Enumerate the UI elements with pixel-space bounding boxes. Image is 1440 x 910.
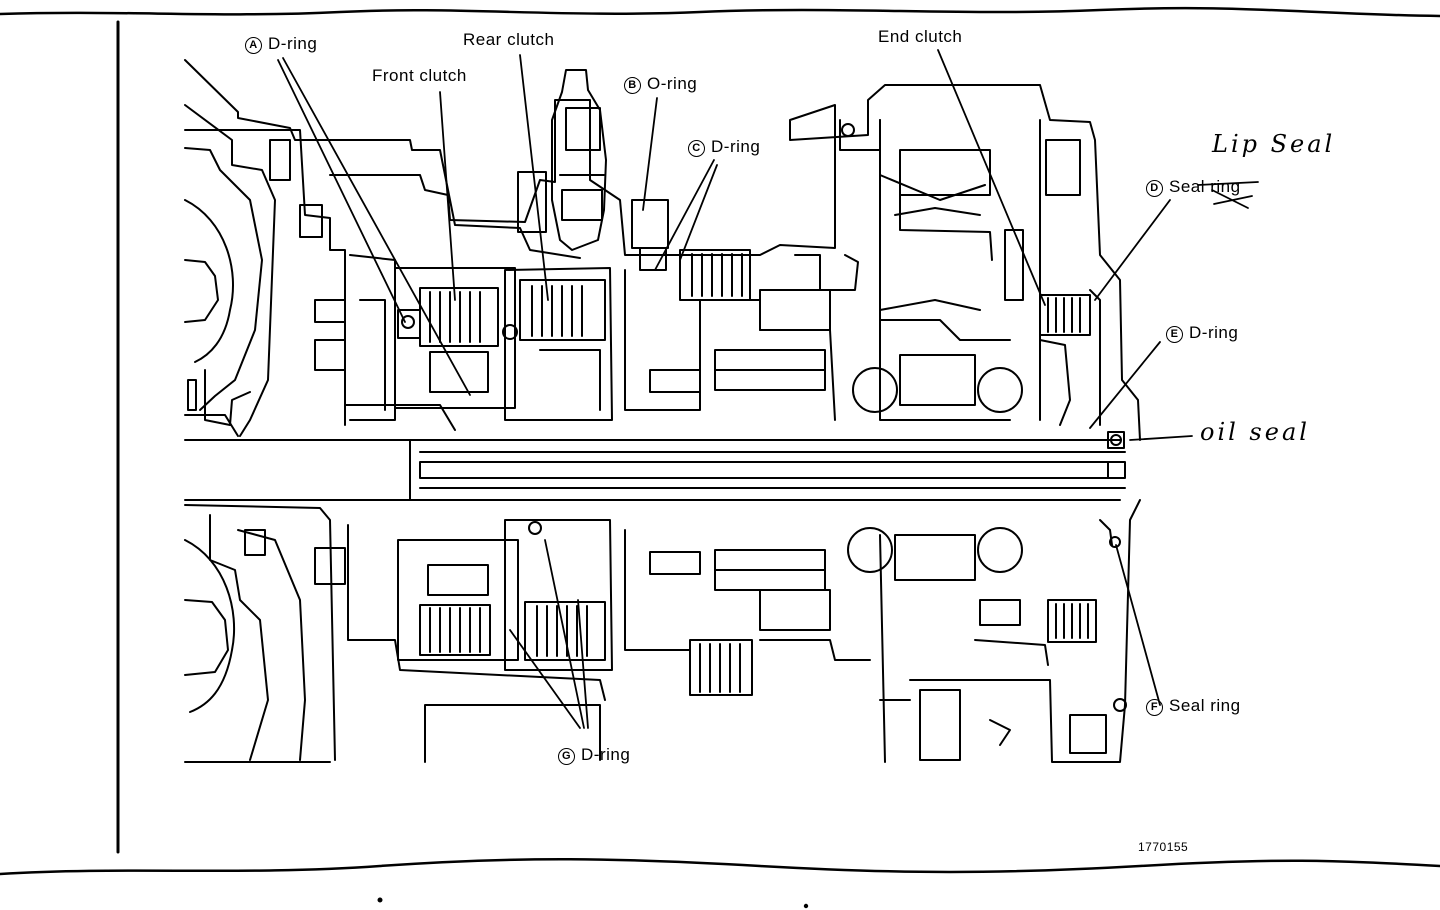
label-g-text: D-ring (581, 745, 631, 764)
middle-clutch-upper (624, 249, 859, 421)
dust-dot (803, 903, 809, 909)
label-g-d-ring: G D-ring (558, 746, 630, 765)
front-clutch-lower (397, 539, 519, 661)
figure-number: 1770155 (1138, 840, 1189, 854)
label-c-text: D-ring (711, 137, 761, 156)
middle-clutch-lower (624, 529, 871, 696)
rear-clutch-upper (502, 267, 613, 421)
label-a-text: D-ring (268, 34, 318, 53)
callout-marker-d: D (1146, 180, 1163, 197)
callout-marker-e: E (1166, 326, 1183, 343)
rear-clutch-lower (504, 519, 613, 671)
callout-marker-a: A (245, 37, 262, 54)
label-rear-clutch: Rear clutch (463, 30, 555, 49)
label-e-text: D-ring (1189, 323, 1239, 342)
front-clutch-upper (314, 254, 516, 431)
lower-housing (184, 499, 1141, 763)
leader-lines (277, 49, 1193, 729)
handwritten-lip-seal: Lip Seal (1212, 130, 1336, 158)
label-f-seal-ring: F Seal ring (1146, 697, 1241, 716)
callout-marker-c: C (688, 140, 705, 157)
label-d-seal-ring: D Seal ring (1146, 178, 1241, 197)
strike-through-mark (1197, 181, 1259, 209)
label-f-text: Seal ring (1169, 696, 1241, 715)
label-d-text: Seal ring (1169, 177, 1241, 196)
label-e-d-ring: E D-ring (1166, 324, 1238, 343)
label-c-d-ring: C D-ring (688, 138, 760, 157)
callout-marker-f: F (1146, 699, 1163, 716)
top-torn-edge (0, 6, 1440, 18)
dust-dot (377, 897, 383, 903)
label-b-text: O-ring (647, 74, 698, 93)
end-clutch-upper (852, 174, 1125, 449)
label-a-d-ring: A D-ring (245, 35, 317, 54)
label-front-clutch: Front clutch (372, 66, 467, 85)
upper-housing (329, 84, 1141, 441)
main-shaft (184, 439, 1126, 501)
solenoid-valve (517, 69, 669, 271)
converter-housing (184, 59, 581, 437)
label-end-clutch: End clutch (878, 27, 963, 46)
handwritten-oil-seal: oil seal (1200, 418, 1310, 446)
end-clutch-lower (847, 527, 1097, 666)
callout-marker-b: B (624, 77, 641, 94)
label-b-o-ring: B O-ring (624, 75, 697, 94)
bottom-torn-edge (0, 857, 1440, 876)
callout-marker-g: G (558, 748, 575, 765)
